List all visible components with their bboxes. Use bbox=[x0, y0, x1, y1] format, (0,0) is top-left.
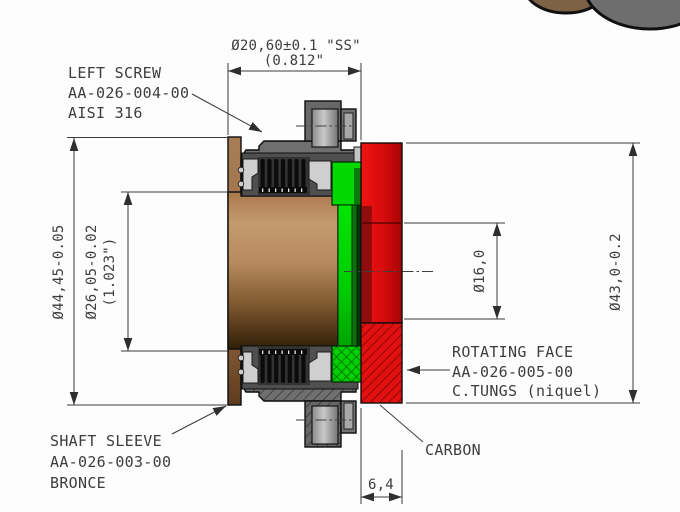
dim-shaft-diameter: Ø20,60±0.1 "SS" (0.812" bbox=[227, 38, 362, 140]
spring-bellows-bottom bbox=[258, 347, 310, 385]
dim-face-width-text: 6,4 bbox=[368, 477, 394, 493]
spacer-top bbox=[353, 146, 362, 164]
label-left-screw-line1: LEFT SCREW bbox=[68, 64, 162, 82]
rotating-face-red bbox=[360, 142, 403, 404]
label-shaft-sleeve-line3: BRONCE bbox=[50, 474, 106, 492]
set-screw-bottom bbox=[311, 405, 339, 445]
carbon-hatch bbox=[361, 323, 402, 403]
dim-sleeve-od-text: Ø26,05-0.02 bbox=[84, 225, 100, 320]
seal-housing-bottom bbox=[237, 345, 359, 448]
red-bore-shadow bbox=[361, 206, 372, 323]
label-carbon-text: CARBON bbox=[425, 441, 481, 459]
render-bronze-part bbox=[528, 0, 604, 15]
label-left-screw: LEFT SCREW AA-026-004-00 AISI 316 bbox=[68, 64, 263, 133]
green-band-mid bbox=[351, 204, 358, 347]
dim-housing-od: Ø44,45-0.05 bbox=[51, 137, 228, 406]
dim-sleeve-od-inches: (1.023") bbox=[102, 237, 118, 306]
seal-housing-top bbox=[237, 100, 362, 197]
sleeve-cylinder bbox=[227, 191, 339, 350]
label-shaft-sleeve-line1: SHAFT SLEEVE bbox=[50, 432, 162, 450]
retainer-bottom-left bbox=[242, 351, 259, 384]
render-preview-fragment bbox=[528, 0, 680, 31]
label-left-screw-line2: AA-026-004-00 bbox=[68, 84, 189, 102]
set-screw-top bbox=[311, 108, 339, 148]
label-rotating-face-line3: C.TUNGS (niquel) bbox=[452, 382, 601, 400]
pin-bottom-2 bbox=[237, 368, 245, 376]
label-shaft-sleeve: SHAFT SLEEVE AA-026-003-00 BRONCE bbox=[50, 405, 227, 492]
label-carbon: CARBON bbox=[379, 404, 481, 459]
dim-face-width: 6,4 bbox=[360, 408, 403, 504]
retainer-top-left bbox=[242, 158, 259, 191]
dim-shaft-diameter-inches: (0.812" bbox=[264, 53, 324, 69]
dim-bore-text: Ø16,0 bbox=[472, 249, 488, 292]
center-lines bbox=[296, 125, 436, 421]
label-rotating-face: ROTATING FACE AA-026-005-00 C.TUNGS (niq… bbox=[407, 343, 601, 400]
dim-shaft-diameter-text: Ø20,60±0.1 "SS" bbox=[231, 38, 360, 54]
retainer-bottom-right bbox=[308, 351, 332, 382]
dim-sleeve-od: Ø26,05-0.02 (1.023") bbox=[84, 191, 228, 352]
dim-housing-od-text: Ø44,45-0.05 bbox=[51, 225, 67, 320]
spring-bellows-top bbox=[258, 157, 310, 195]
retainer-top-right bbox=[308, 160, 332, 191]
stationary-face-green bbox=[331, 161, 363, 383]
label-left-screw-line3: AISI 316 bbox=[68, 104, 143, 122]
green-band bbox=[337, 204, 353, 347]
green-ring-bottom-hatch bbox=[332, 346, 362, 382]
label-shaft-sleeve-line2: AA-026-003-00 bbox=[50, 453, 171, 471]
pin-bottom-1 bbox=[237, 354, 245, 362]
drive-collar-bottom-inner bbox=[343, 402, 354, 430]
label-rotating-face-line2: AA-026-005-00 bbox=[452, 363, 573, 381]
render-gray-part bbox=[586, 0, 680, 31]
shaft-sleeve-bronze bbox=[227, 136, 339, 406]
label-rotating-face-line1: ROTATING FACE bbox=[452, 343, 573, 361]
green-ring-top-shadow bbox=[354, 168, 362, 205]
pin-top-2 bbox=[237, 180, 245, 188]
pin-top-1 bbox=[237, 166, 245, 174]
dim-face-od: Ø43,0-0.2 bbox=[406, 142, 640, 404]
dim-face-od-text: Ø43,0-0.2 bbox=[608, 233, 624, 311]
dim-bore: Ø16,0 bbox=[404, 222, 505, 320]
